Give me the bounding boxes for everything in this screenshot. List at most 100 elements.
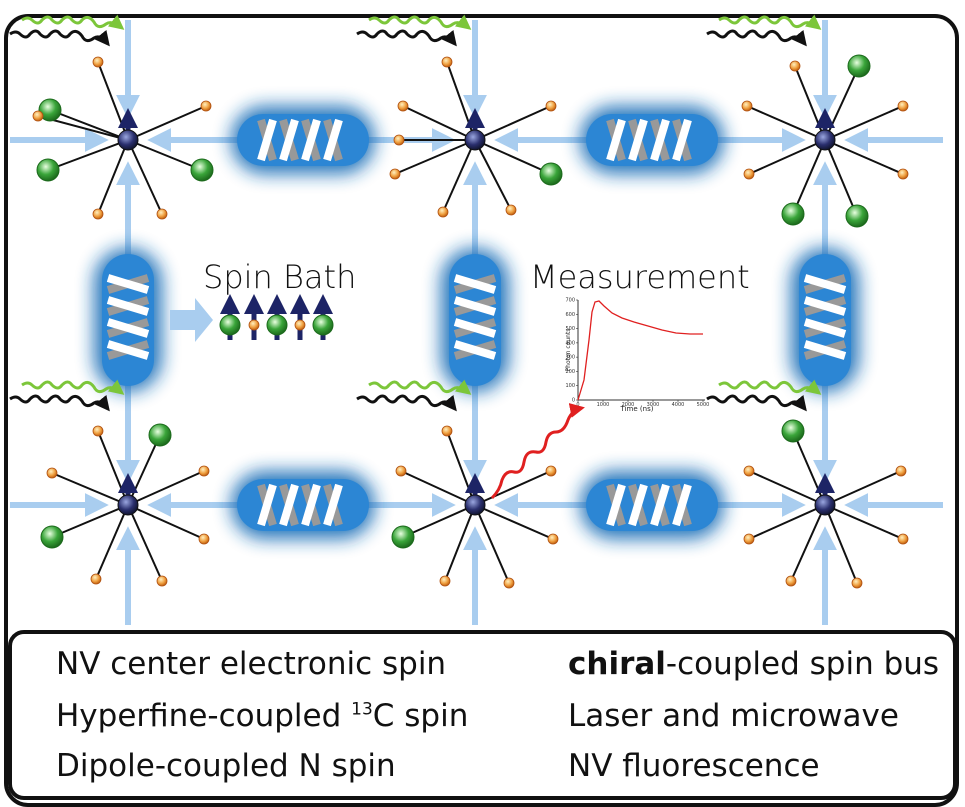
carbon-spin — [90, 573, 102, 585]
inset-ytick: 400 — [565, 340, 575, 346]
bath-spin — [266, 294, 288, 340]
inset-xtick: 2000 — [622, 402, 635, 408]
carbon-spin — [741, 100, 753, 112]
nitrogen-spin — [38, 98, 62, 122]
nv-node — [706, 14, 909, 228]
carbon-spin — [32, 110, 44, 122]
legend-hyperfine-suffix: C spin — [372, 698, 469, 734]
carbon-spin — [785, 575, 797, 587]
nitrogen-spin — [539, 162, 563, 186]
carbon-spin — [92, 425, 104, 437]
carbon-spin — [198, 533, 210, 545]
spin-bus — [231, 106, 375, 174]
inset-xtick: 0 — [576, 402, 579, 408]
bath-spin — [290, 294, 310, 340]
carbon-spin — [743, 168, 755, 180]
carbon-spin — [198, 465, 210, 477]
legend-bus-label: chiral-coupled spin bus — [568, 646, 939, 682]
nv-spin — [464, 129, 486, 151]
laser-wave-black — [706, 29, 807, 47]
nv-node — [356, 14, 563, 218]
carbon-spin — [851, 577, 863, 589]
legend-fluorescence-label: NV fluorescence — [568, 748, 820, 784]
laser-wave-black — [9, 29, 110, 47]
nitrogen-spin — [36, 158, 60, 182]
nv-node — [9, 14, 214, 220]
spin-bath — [170, 294, 334, 342]
laser-wave-black — [356, 29, 457, 47]
carbon-spin — [545, 100, 557, 112]
spin-bus — [580, 106, 724, 174]
inset-xtick: 5000 — [697, 402, 710, 408]
carbon-spin — [897, 100, 909, 112]
legend-hyperfine-label: Hyperfine-coupled 13C spin — [56, 698, 468, 734]
bath-arrow-icon — [170, 298, 213, 342]
nitrogen-spin — [40, 525, 64, 549]
outer-frame — [4, 14, 959, 807]
legend-hyperfine-prefix: Hyperfine-coupled — [56, 698, 352, 734]
legend-bus-rest: -coupled spin bus — [665, 646, 940, 682]
nitrogen-spin — [845, 204, 869, 228]
legend: NV center electronic spin Hyperfine-coup… — [8, 630, 957, 800]
inset-xlabel: Time (ns) — [620, 405, 654, 413]
inset-xtick: 4000 — [672, 402, 685, 408]
inset-ytick: 200 — [565, 369, 575, 375]
laser-wave-black — [356, 394, 457, 412]
inset-curve — [577, 300, 703, 401]
nv-spin — [117, 129, 139, 151]
legend-nv-label: NV center electronic spin — [56, 646, 447, 682]
nv-spin — [464, 494, 486, 516]
laser-wave-black — [706, 394, 807, 412]
carbon-spin — [437, 206, 449, 218]
carbon-spin — [743, 533, 755, 545]
nv-spin — [814, 494, 836, 516]
carbon-spin — [743, 465, 755, 477]
legend-dipole-label: Dipole-coupled N spin — [56, 748, 396, 784]
carbon-spin — [503, 577, 515, 589]
laser-wave-green — [368, 14, 472, 30]
bath-spin — [244, 294, 264, 340]
inset-ytick: 600 — [565, 312, 575, 318]
carbon-spin — [547, 533, 559, 545]
carbon-spin — [200, 100, 212, 112]
inset-ytick: 300 — [565, 355, 575, 361]
carbon-spin — [393, 134, 405, 146]
carbon-spin — [441, 425, 453, 437]
laser-wave-green — [718, 14, 822, 30]
carbon-spin — [395, 465, 407, 477]
spin-bath-label: Spin Bath — [203, 258, 357, 296]
legend-bus-bold: chiral — [568, 646, 666, 682]
carbon-spin — [389, 168, 401, 180]
nitrogen-spin — [148, 423, 172, 447]
inset-ytick: 100 — [565, 383, 575, 389]
laser-wave-green — [21, 14, 125, 30]
carbon-spin — [92, 56, 104, 68]
nitrogen-spin — [190, 158, 214, 182]
nitrogen-spin — [391, 525, 415, 549]
carbon-spin — [439, 575, 451, 587]
carbon-spin — [505, 204, 517, 216]
nv-spin — [117, 494, 139, 516]
spin-bus — [94, 248, 162, 392]
bath-spin — [312, 294, 334, 340]
inset-ytick: 500 — [565, 326, 575, 332]
spin-bus — [580, 471, 724, 539]
nitrogen-spin — [847, 54, 871, 78]
legend-laser-label: Laser and microwave — [568, 698, 899, 734]
carbon-spin — [156, 208, 168, 220]
nitrogen-spin — [781, 202, 805, 226]
nitrogen-spin — [781, 419, 805, 443]
carbon-spin — [789, 60, 801, 72]
legend-hyperfine-sup: 13 — [351, 699, 373, 720]
laser-wave-green — [718, 379, 822, 395]
fluorescence-wave-icon — [490, 403, 585, 500]
laser-wave-black — [9, 394, 110, 412]
carbon-spin — [156, 575, 168, 587]
carbon-spin — [92, 208, 104, 220]
carbon-spin — [897, 533, 909, 545]
nv-spin — [814, 129, 836, 151]
laser-wave-green — [368, 379, 472, 395]
